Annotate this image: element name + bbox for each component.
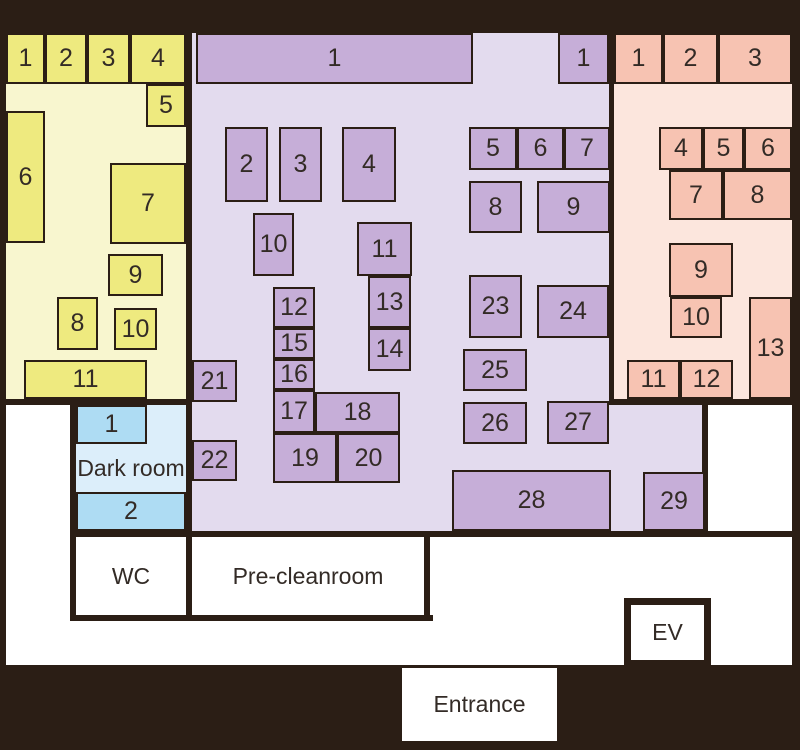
room-entrance: Entrance [402,668,557,741]
purple-zone-box-27: 27 [547,401,609,444]
room-pre-cleanroom: Pre-cleanroom [232,562,384,589]
purple-zone-box-21: 21 [192,360,237,402]
wall [424,537,430,621]
yellow-zone-box-8: 8 [57,297,98,350]
purple-zone-box-4: 4 [342,127,396,202]
yellow-zone-box-10: 10 [114,308,157,350]
room-dark-room-label: Dark room [77,454,185,481]
purple-zone-box-26: 26 [463,402,527,444]
pink-zone-box-2: 2 [663,33,718,84]
wall [70,615,192,621]
wall [186,615,433,621]
purple-zone-box-20: 20 [337,433,400,483]
pink-zone-box-4: 4 [659,127,703,170]
wall [0,0,6,667]
wall [0,665,800,750]
purple-zone-box-18: 18 [315,392,400,433]
purple-zone-box-22: 22 [192,440,237,481]
purple-zone-box-5: 5 [469,127,517,170]
purple-zone-box-14: 14 [368,328,411,371]
purple-zone-box-17: 17 [273,390,315,433]
wall [609,31,614,405]
purple-zone-box-1: 1 [196,33,473,84]
room-wc: WC [111,562,151,589]
wall [0,0,800,33]
purple-zone-box-6: 6 [517,127,564,170]
purple-zone-box-11: 11 [357,222,412,276]
yellow-zone-box-7: 7 [110,163,186,244]
purple-zone-box-23: 23 [469,275,522,338]
dark-room-zone-box-2: 2 [76,492,186,531]
pink-zone-box-1: 1 [614,33,663,84]
pink-zone-box-11: 11 [627,360,680,399]
yellow-zone-box-6: 6 [6,111,45,243]
purple-zone-box-3: 3 [279,127,322,202]
pink-zone-box-8: 8 [723,170,792,220]
wall [0,399,192,405]
purple-zone-box-10: 10 [253,213,294,276]
purple-zone-box-8: 8 [469,181,522,233]
pink-zone-box-10: 10 [670,297,722,338]
pink-zone-box-12: 12 [680,360,733,399]
purple-zone-box-9: 9 [537,181,610,233]
purple-zone-box-29: 29 [643,472,705,531]
yellow-zone-box-3: 3 [87,33,130,84]
yellow-zone-box-11: 11 [24,360,147,399]
purple-zone-box-19: 19 [273,433,337,483]
purple-zone-box-7: 7 [564,127,610,170]
purple-zone-box-28: 28 [452,470,611,531]
yellow-zone-box-1: 1 [6,33,45,84]
yellow-zone-box-5: 5 [146,84,186,127]
wall [609,399,793,405]
purple-zone-box-2: 2 [225,127,268,202]
dark-room-zone-box-1: 1 [76,405,147,444]
purple-zone-box-1: 1 [558,33,609,84]
pink-zone-box-5: 5 [703,127,744,170]
yellow-zone-box-4: 4 [130,33,186,84]
purple-zone-box-13: 13 [368,276,411,328]
room-ev: EV [624,598,711,667]
pink-zone-box-13: 13 [749,297,792,399]
purple-zone-box-15: 15 [273,328,315,359]
wall [792,0,800,667]
purple-zone-box-12: 12 [273,287,315,328]
pink-zone-box-6: 6 [744,127,792,170]
purple-zone-box-16: 16 [273,359,315,390]
wall [702,399,708,537]
pink-zone-box-9: 9 [669,243,733,297]
purple-zone-box-24: 24 [537,285,609,338]
wall [70,531,793,537]
pink-zone-box-3: 3 [718,33,792,84]
wall [186,31,192,621]
pink-zone-box-7: 7 [669,170,723,220]
wall [70,399,76,621]
yellow-zone-box-2: 2 [45,33,87,84]
purple-zone-box-25: 25 [463,349,527,391]
yellow-zone-box-9: 9 [108,254,163,296]
